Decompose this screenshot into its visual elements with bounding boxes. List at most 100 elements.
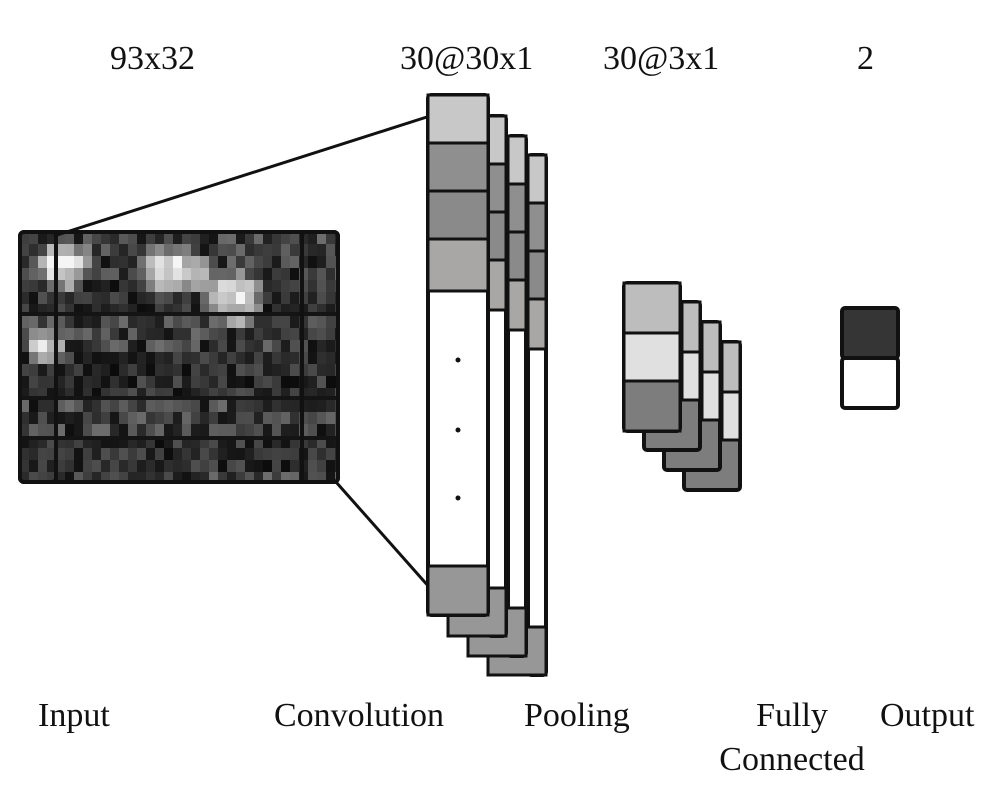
input-pixel bbox=[146, 292, 156, 305]
input-pixel bbox=[146, 388, 156, 401]
input-pixel bbox=[191, 412, 201, 425]
input-pixel bbox=[227, 436, 237, 449]
input-pixel bbox=[281, 448, 291, 461]
input-pixel bbox=[317, 412, 327, 425]
input-pixel bbox=[236, 268, 246, 281]
input-pixel bbox=[308, 412, 318, 425]
input-pixel bbox=[101, 472, 111, 482]
input-pixel bbox=[209, 280, 219, 293]
input-pixel bbox=[209, 292, 219, 305]
input-pixel bbox=[137, 388, 147, 401]
input-pixel bbox=[209, 472, 219, 482]
input-pixel bbox=[65, 364, 75, 377]
input-pixel bbox=[110, 364, 120, 377]
input-pixel bbox=[209, 256, 219, 269]
input-pixel bbox=[38, 412, 48, 425]
input-pixel bbox=[272, 280, 282, 293]
input-pixel bbox=[146, 364, 156, 377]
input-pixel bbox=[83, 436, 93, 449]
input-pixel bbox=[290, 424, 300, 437]
input-pixel bbox=[326, 304, 336, 317]
input-pixel bbox=[200, 352, 210, 365]
input-pixel bbox=[308, 352, 318, 365]
input-pixel bbox=[326, 340, 336, 353]
input-pixel bbox=[119, 352, 129, 365]
input-pixel bbox=[182, 436, 192, 449]
input-pixel bbox=[227, 472, 237, 482]
input-pixel bbox=[281, 424, 291, 437]
input-pixel bbox=[137, 436, 147, 449]
input-pixel bbox=[182, 316, 192, 329]
input-pixel bbox=[29, 388, 39, 401]
input-pixel bbox=[182, 304, 192, 317]
input-pixel bbox=[119, 472, 129, 482]
input-pixel bbox=[236, 280, 246, 293]
input-pixel bbox=[191, 256, 201, 269]
input-pixel bbox=[20, 364, 30, 377]
input-pixel bbox=[326, 412, 336, 425]
input-pixel bbox=[56, 448, 66, 461]
input-pixel bbox=[290, 436, 300, 449]
input-pixel bbox=[47, 352, 57, 365]
input-pixel bbox=[254, 316, 264, 329]
input-pixel bbox=[290, 244, 300, 257]
input-pixel bbox=[20, 436, 30, 449]
input-pixel bbox=[65, 376, 75, 389]
input-pixel bbox=[236, 448, 246, 461]
input-pixel bbox=[200, 448, 210, 461]
input-pixel bbox=[182, 424, 192, 437]
input-pixel bbox=[191, 292, 201, 305]
input-pixel bbox=[227, 352, 237, 365]
input-pixel bbox=[74, 436, 84, 449]
input-pixel bbox=[29, 448, 39, 461]
input-pixel bbox=[164, 376, 174, 389]
input-pixel bbox=[218, 424, 228, 437]
input-pixel bbox=[65, 436, 75, 449]
input-pixel bbox=[47, 472, 57, 482]
input-pixel bbox=[209, 364, 219, 377]
input-pixel bbox=[254, 460, 264, 473]
input-pixel bbox=[146, 244, 156, 257]
input-pixel bbox=[137, 376, 147, 389]
input-pixel bbox=[218, 400, 228, 413]
input-pixel bbox=[164, 472, 174, 482]
input-pixel bbox=[65, 424, 75, 437]
input-pixel bbox=[182, 400, 192, 413]
input-pixel bbox=[272, 460, 282, 473]
input-pixel bbox=[263, 436, 273, 449]
input-pixel bbox=[245, 376, 255, 389]
input-pixel bbox=[326, 472, 336, 482]
input-pixel bbox=[20, 280, 30, 293]
input-pixel bbox=[173, 244, 183, 257]
input-pixel bbox=[173, 352, 183, 365]
input-pixel bbox=[101, 280, 111, 293]
input-pixel bbox=[92, 448, 102, 461]
input-pixel bbox=[182, 268, 192, 281]
input-pixel bbox=[272, 424, 282, 437]
input-pixel bbox=[290, 448, 300, 461]
input-pixel bbox=[281, 292, 291, 305]
input-pixel bbox=[218, 340, 228, 353]
input-pixel bbox=[272, 388, 282, 401]
input-pixel bbox=[128, 280, 138, 293]
input-pixel bbox=[182, 460, 192, 473]
input-pixel bbox=[29, 316, 39, 329]
pooling-feature-maps bbox=[622, 281, 742, 492]
input-pixel bbox=[254, 292, 264, 305]
input-pixel bbox=[164, 316, 174, 329]
input-pixel bbox=[191, 400, 201, 413]
receptive-field-line-bottom bbox=[334, 481, 432, 589]
input-pixel bbox=[110, 424, 120, 437]
input-pixel bbox=[56, 412, 66, 425]
input-pixel bbox=[245, 292, 255, 305]
input-pixel bbox=[245, 412, 255, 425]
input-pixel bbox=[56, 232, 66, 245]
input-pixel bbox=[308, 328, 318, 341]
input-pixel bbox=[236, 424, 246, 437]
input-pixel bbox=[191, 316, 201, 329]
input-pixel bbox=[164, 388, 174, 401]
input-pixel bbox=[182, 412, 192, 425]
input-pixel bbox=[83, 316, 93, 329]
input-pixel bbox=[47, 340, 57, 353]
input-pixel bbox=[173, 388, 183, 401]
